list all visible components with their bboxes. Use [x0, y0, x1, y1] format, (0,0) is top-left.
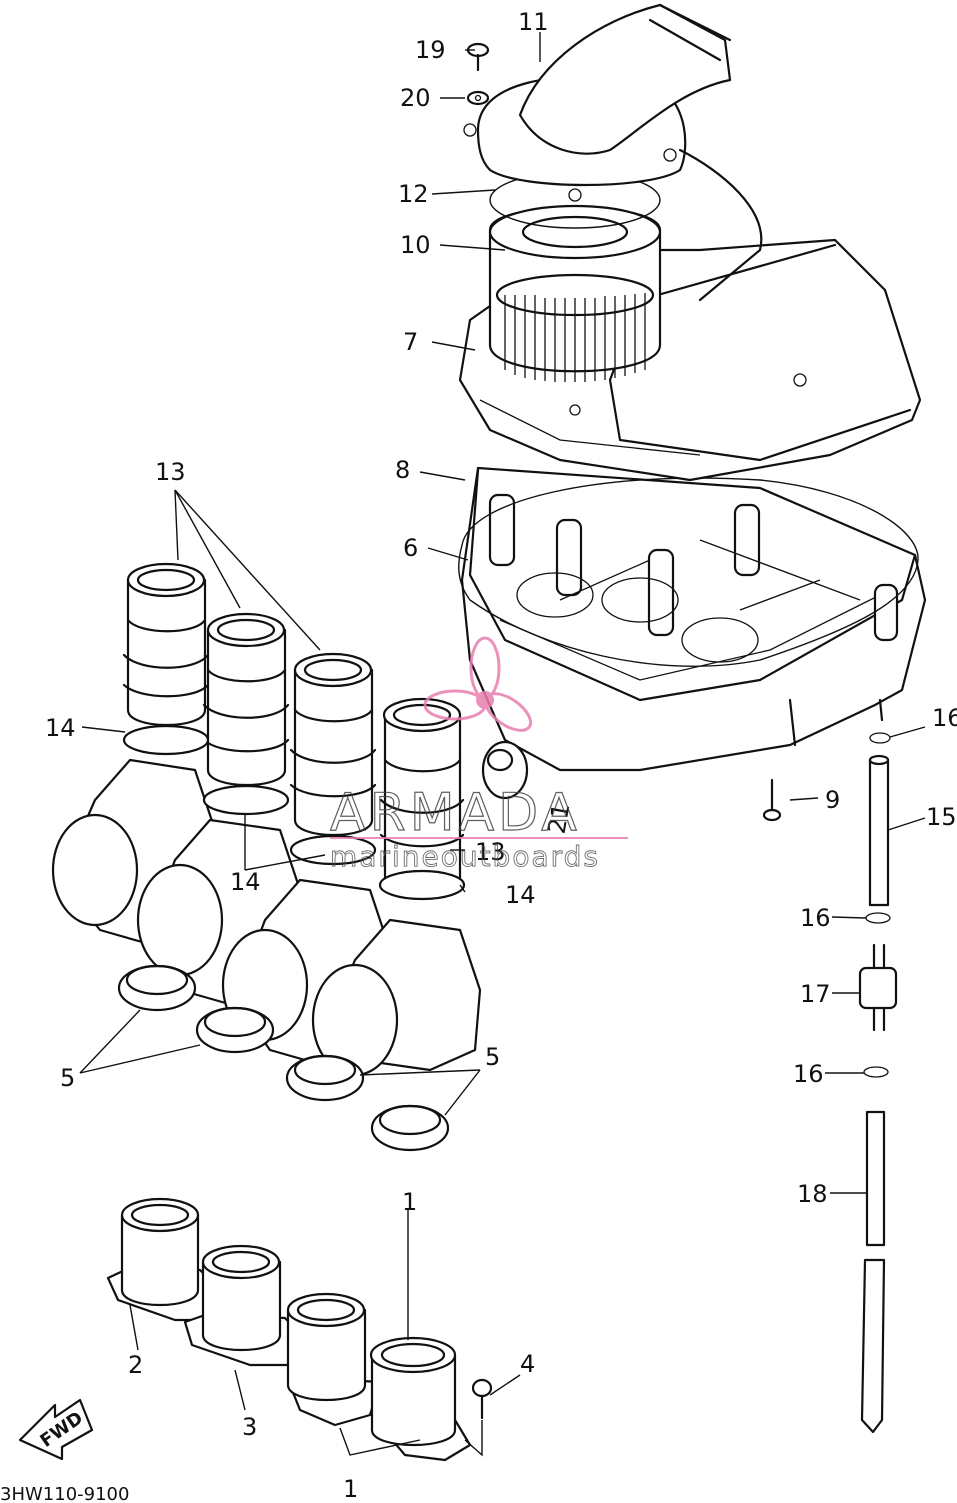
hose-part-15	[868, 758, 890, 907]
joint-part-13-c	[289, 652, 377, 836]
joint-part-13-a	[122, 562, 210, 726]
label-part-3: 3	[242, 1413, 257, 1441]
label-part-14-left: 14	[45, 714, 76, 742]
watermark: ARMADA marineoutboards	[329, 636, 628, 873]
clip-part-16-a	[869, 732, 891, 744]
carburetor-joint-part-2	[106, 1197, 232, 1322]
clamp-part-5-a	[117, 964, 197, 1012]
clamp-part-14-b	[202, 784, 290, 816]
label-part-13-top: 13	[155, 458, 186, 486]
label-part-1-bottom: 1	[343, 1475, 358, 1503]
clamp-part-5-b	[195, 1006, 275, 1054]
label-part-1-top: 1	[402, 1188, 417, 1216]
label-part-16-mid: 16	[800, 904, 831, 932]
label-part-15: 15	[926, 803, 957, 831]
label-part-5-left: 5	[60, 1064, 75, 1092]
label-part-10: 10	[400, 231, 431, 259]
label-part-14-mid: 14	[230, 868, 261, 896]
clip-part-16-b	[865, 912, 891, 924]
label-part-16-low: 16	[793, 1060, 824, 1088]
gasket-part-8	[458, 477, 919, 667]
washer-part-20	[466, 90, 490, 106]
label-part-20: 20	[400, 84, 431, 112]
watermark-subtitle: marineoutboards	[330, 840, 600, 873]
label-part-17: 17	[800, 980, 831, 1008]
propeller-icon	[423, 636, 533, 732]
grommet-part-21	[481, 740, 529, 800]
carburetor-joint-part-3	[183, 1244, 312, 1367]
drawing-code: 3HW110-9100	[0, 1484, 129, 1503]
air-filter-case-assembly	[458, 3, 927, 800]
clamp-part-14-a	[122, 724, 210, 756]
label-part-11: 11	[518, 8, 549, 36]
check-valve-part-17	[858, 943, 898, 1032]
clamp-part-14-d	[378, 869, 466, 901]
leader-lines	[79, 32, 926, 1457]
carburetor-joints	[106, 1197, 493, 1462]
clamp-part-5-c	[285, 1054, 365, 1102]
label-part-12: 12	[398, 180, 429, 208]
label-part-5-right: 5	[485, 1043, 500, 1071]
label-part-21: 21	[543, 801, 576, 836]
joint-part-13-b	[202, 612, 290, 786]
label-part-13-mid: 13	[475, 838, 506, 866]
carburetor-joint-part-1-b	[369, 1336, 472, 1462]
label-part-14-right: 14	[505, 881, 536, 909]
screw-part-19	[466, 42, 490, 72]
label-part-4: 4	[520, 1350, 535, 1378]
breather-hose-assembly	[762, 732, 898, 1434]
screw-part-4	[471, 1378, 493, 1420]
part-labels: 19 11 20 12 10 7 8 6 13 14 21 13 14 14 9…	[45, 8, 957, 1503]
clip-part-16-c	[863, 1066, 889, 1078]
screw-part-9	[762, 778, 782, 822]
label-part-7: 7	[403, 328, 418, 356]
label-part-9: 9	[825, 786, 840, 814]
hose-part-18	[865, 1110, 886, 1247]
fwd-arrow-icon: FWD	[18, 1398, 94, 1461]
label-part-2: 2	[128, 1351, 143, 1379]
label-part-19: 19	[415, 36, 446, 64]
label-part-8: 8	[395, 456, 410, 484]
clamp-part-5-d	[370, 1104, 450, 1152]
carburetor-joint-part-1-a	[286, 1292, 382, 1427]
watermark-brand: ARMADA	[330, 783, 581, 843]
label-part-6: 6	[403, 534, 418, 562]
label-part-18: 18	[797, 1180, 828, 1208]
label-part-16-top: 16	[932, 704, 957, 732]
